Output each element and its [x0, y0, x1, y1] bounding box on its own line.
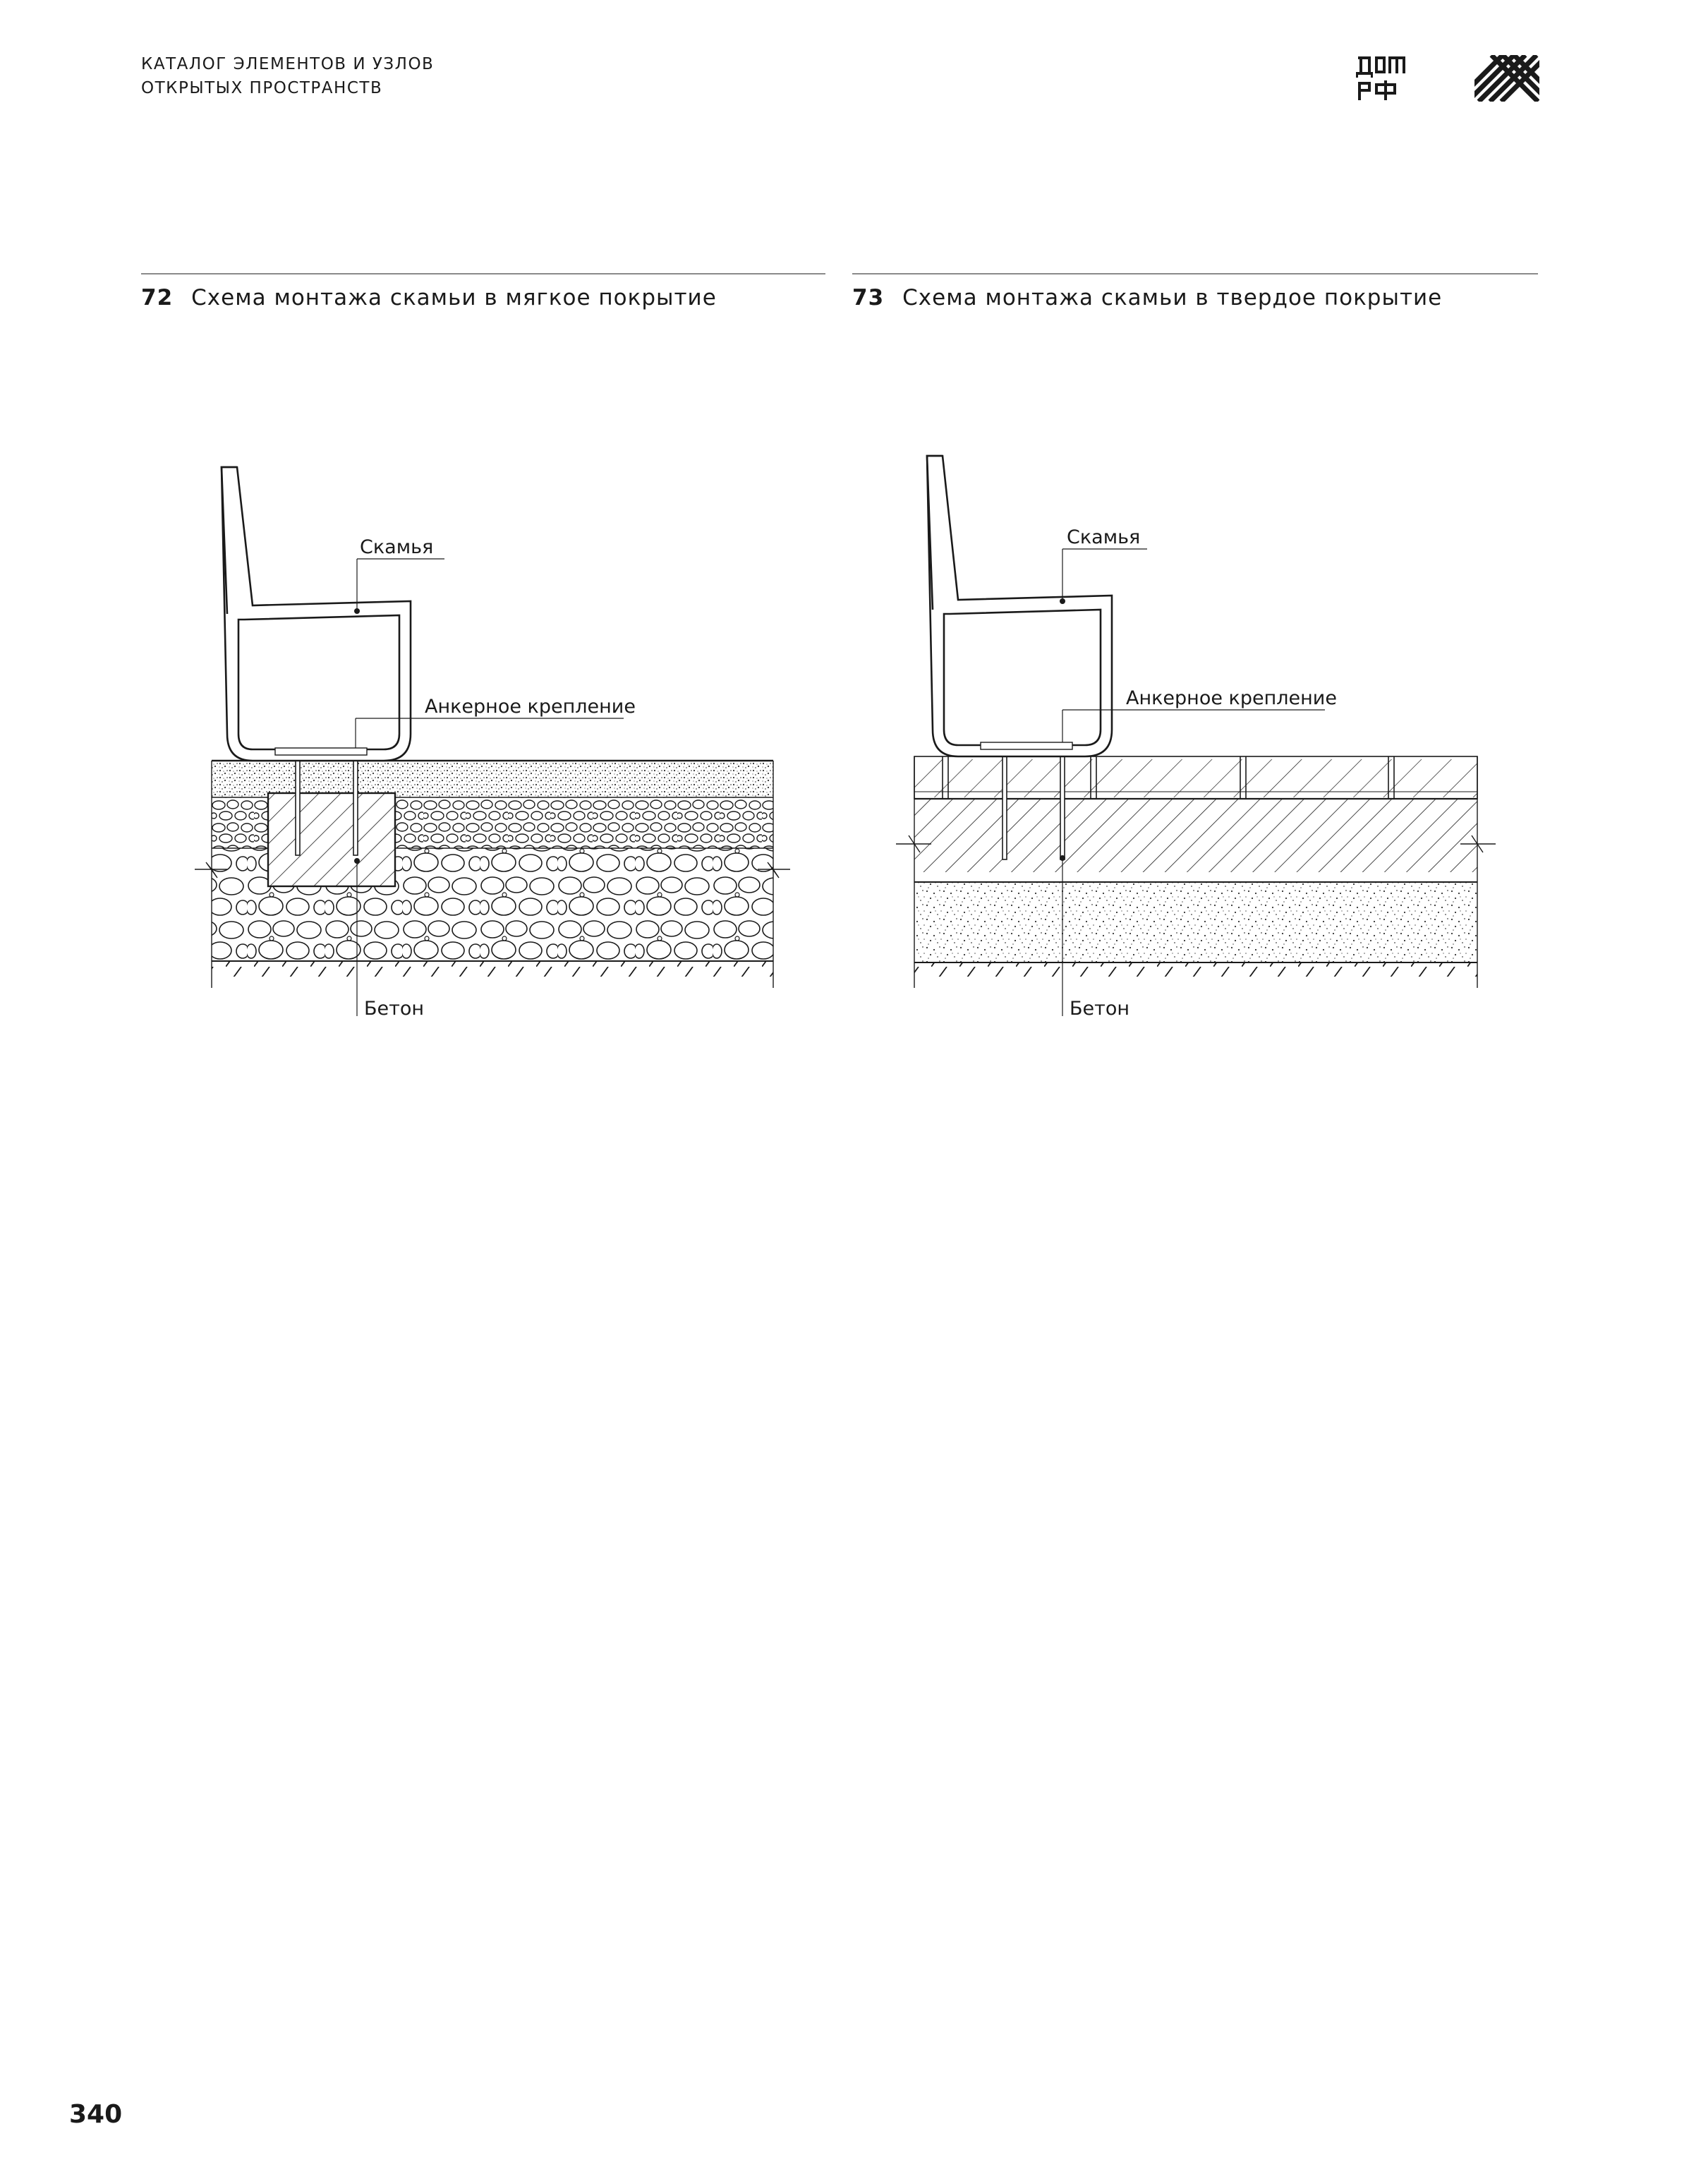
section-rule-right [852, 273, 1538, 274]
header-line-2: ОТКРЫТЫХ ПРОСТРАНСТВ [141, 79, 383, 97]
diagonal-hatch-logo-icon [1474, 55, 1539, 104]
label-anchor-72: Анкерное крепление [425, 696, 636, 718]
figure-73-diagram: Скамья Анкерное крепление Бетон [875, 437, 1538, 1047]
catalog-header: КАТАЛОГ ЭЛЕМЕНТОВ И УЗЛОВ ОТКРЫТЫХ ПРОСТ… [141, 52, 434, 100]
figure-73-number: 73 [852, 285, 885, 310]
label-concrete-72: Бетон [364, 998, 424, 1020]
figure-73-caption: Схема монтажа скамьи в твердое покрытие [902, 285, 1443, 310]
label-concrete-73: Бетон [1070, 998, 1129, 1020]
figure-72-caption: Схема монтажа скамьи в мягкое покрытие [191, 285, 717, 310]
label-bench-73: Скамья [1067, 526, 1140, 548]
figure-73-title: 73 Схема монтажа скамьи в твердое покрыти… [852, 285, 1442, 310]
header-line-1: КАТАЛОГ ЭЛЕМЕНТОВ И УЗЛОВ [141, 55, 435, 73]
dom-rf-logo-icon [1356, 55, 1405, 104]
label-anchor-73: Анкерное крепление [1126, 687, 1337, 709]
section-rule-left [141, 273, 825, 274]
label-bench-72: Скамья [360, 536, 433, 558]
figure-72-title: 72 Схема монтажа скамьи в мягкое покрытие [141, 285, 717, 310]
figure-72-diagram: Скамья Анкерное крепление Бетон [169, 437, 825, 1047]
figure-72-number: 72 [141, 285, 174, 310]
page-number: 340 [69, 2100, 123, 2129]
